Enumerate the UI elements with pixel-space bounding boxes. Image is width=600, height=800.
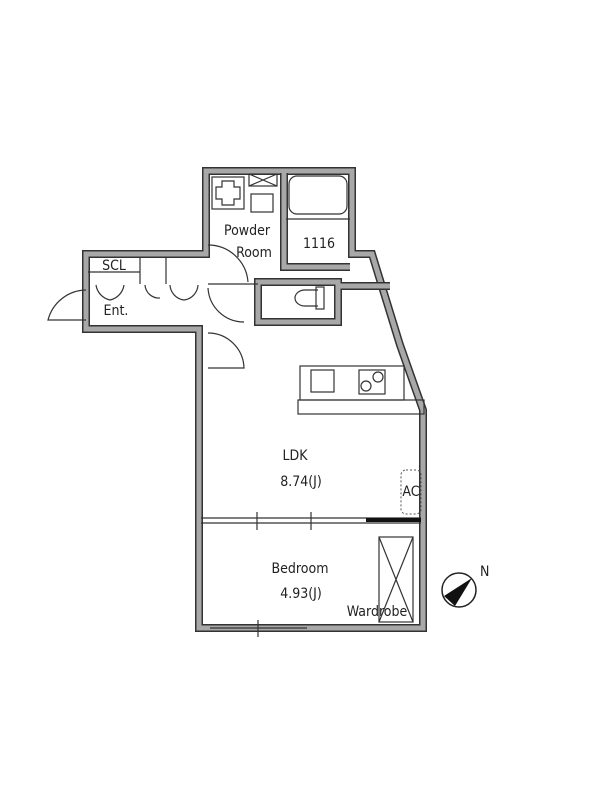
washing-machine bbox=[211, 176, 245, 210]
compass-icon: N bbox=[441, 564, 489, 608]
bathtub bbox=[286, 175, 350, 220]
doors bbox=[47, 244, 249, 369]
kitchen-counter bbox=[297, 365, 425, 415]
bedroom-label: Bedroom bbox=[272, 561, 329, 577]
ldk-size: 8.74(J) bbox=[280, 474, 322, 490]
scl-label: SCL bbox=[102, 258, 126, 274]
bath-size-label: 1116 bbox=[303, 236, 335, 252]
ac-unit bbox=[400, 469, 422, 515]
powder-room-label: Powder bbox=[224, 223, 271, 239]
sliding-partition bbox=[201, 512, 421, 637]
walls bbox=[82, 167, 427, 632]
sink bbox=[250, 193, 274, 213]
wardrobe-label: Wardrobe bbox=[347, 604, 408, 620]
wardrobe-box bbox=[378, 536, 414, 623]
bedroom-size: 4.93(J) bbox=[280, 586, 322, 602]
powder-room-label-2: Room bbox=[236, 245, 272, 261]
entrance-label: Ent. bbox=[104, 303, 129, 319]
vent bbox=[248, 173, 278, 187]
north-label: N bbox=[480, 564, 489, 580]
ldk-label: LDK bbox=[283, 448, 309, 464]
toilet bbox=[294, 286, 325, 310]
ac-label: AC bbox=[402, 484, 419, 500]
